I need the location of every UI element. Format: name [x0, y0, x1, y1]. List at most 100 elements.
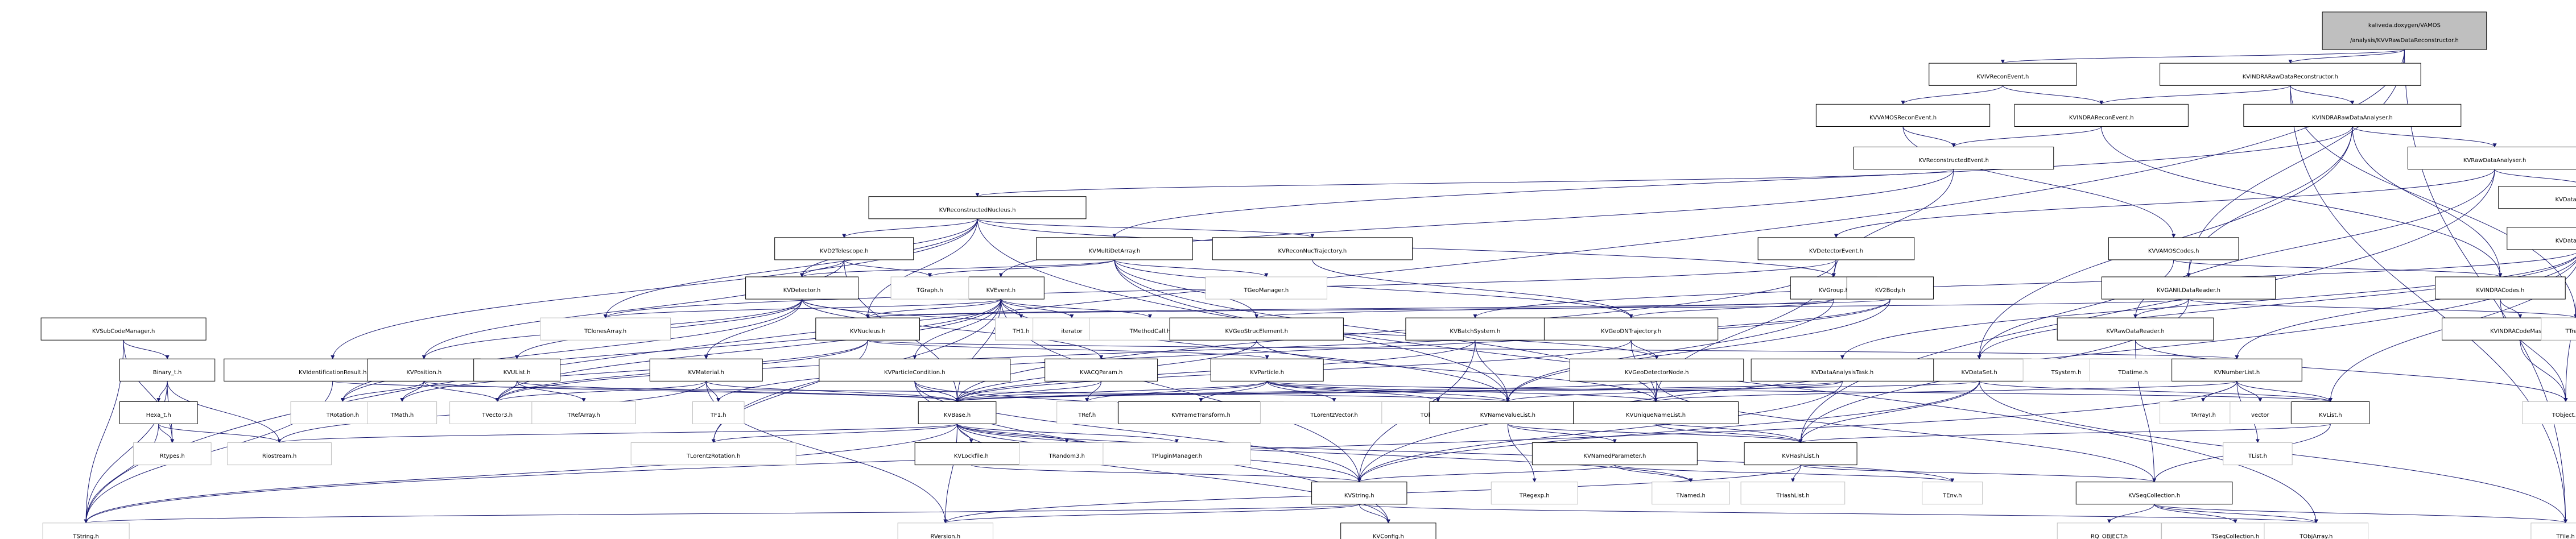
edge-KVINDRACodes-to-TObject [2500, 299, 2568, 403]
node-KVD2Telescope[interactable]: KVD2Telescope.h [774, 237, 914, 260]
node-KVDetectorEvent[interactable]: KVDetectorEvent.h [1757, 237, 1915, 260]
node-TObject[interactable]: TObject.h [2522, 401, 2576, 424]
node-KVSeqCollection[interactable]: KVSeqCollection.h [2075, 482, 2233, 505]
node-KVGeoDNTrajectory[interactable]: KVGeoDNTrajectory.h [1543, 317, 1719, 341]
node-label: KVDataSetAnalyser.h [2556, 197, 2576, 203]
node-KVRawDataReader[interactable]: KVRawDataReader.h [2057, 317, 2214, 341]
node-KVUniqueNameList[interactable]: KVUniqueNameList.h [1573, 401, 1739, 424]
node-KVNucleus[interactable]: KVNucleus.h [815, 317, 920, 341]
node-TEnv[interactable]: TEnv.h [1922, 482, 1983, 505]
node-KVSubCodeManager[interactable]: KVSubCodeManager.h [40, 317, 207, 341]
node-KVVAMOSReconEvent[interactable]: KVVAMOSReconEvent.h [1815, 103, 1991, 127]
node-KVIVReconEvent[interactable]: KVIVReconEvent.h [1929, 63, 2077, 86]
edge-KVSeqCollection-to-TFile [2154, 504, 2567, 524]
edge-KVEvent-to-KVNucleus [865, 298, 1001, 318]
edge-KVParticle-to-TObjString [1266, 380, 1440, 403]
node-Hexa_t[interactable]: Hexa_t.h [119, 401, 198, 424]
root-label-line-2: /analysis/KVVRawDataReconstructor.h [2350, 38, 2459, 44]
node-label: TList.h [2248, 453, 2267, 459]
node-KVHashList[interactable]: KVHashList.h [1744, 442, 1857, 466]
node-KVReconNucTrajectory[interactable]: KVReconNucTrajectory.h [1212, 237, 1413, 260]
node-KVReconstructedEvent[interactable]: KVReconstructedEvent.h [1853, 147, 2054, 170]
node-KVParticle[interactable]: KVParticle.h [1210, 358, 1324, 382]
edge-KVSeqCollection-to-TSeqCollection [2154, 504, 2238, 524]
root-header-node[interactable]: kaliveda.doxygen/VAMOS /analysis/KVVRawD… [2322, 11, 2487, 50]
node-KVACQParam[interactable]: KVACQParam.h [1045, 358, 1158, 382]
node-label: TLorentzVector.h [1310, 412, 1358, 418]
node-KVDataSet[interactable]: KVDataSet.h [1927, 358, 2032, 382]
node-TLorentzRotation[interactable]: TLorentzRotation.h [630, 442, 796, 466]
node-TTree[interactable]: TTree.h [2541, 317, 2576, 341]
node-KVGeoStrucElement[interactable]: KVGeoStrucElement.h [1169, 317, 1344, 341]
node-label: KVD2Telescope.h [820, 248, 869, 254]
node-KVConfig[interactable]: KVConfig.h [1340, 523, 1436, 539]
node-TObjArray[interactable]: TObjArray.h [2264, 523, 2369, 539]
node-TPluginManager[interactable]: TPluginManager.h [1103, 442, 1251, 466]
node-KVUList[interactable]: KVUList.h [473, 358, 561, 382]
edge-KVNameValueList-to-KVNamedParameter [1507, 424, 1617, 443]
node-KVMultiDetArray[interactable]: KVMultiDetArray.h [1036, 237, 1193, 260]
node-TFile[interactable]: TFile.h [2530, 523, 2576, 539]
node-TGraph[interactable]: TGraph.h [890, 276, 969, 300]
node-KVFrameTransform[interactable]: KVFrameTransform.h [1118, 401, 1284, 424]
node-Rtypes[interactable]: Rtypes.h [133, 442, 212, 466]
node-KVNameValueList[interactable]: KVNameValueList.h [1429, 401, 1587, 424]
node-KVReconstructedNucleus[interactable]: KVReconstructedNucleus.h [868, 196, 1087, 219]
node-KVMaterial[interactable]: KVMaterial.h [649, 358, 763, 382]
node-vector[interactable]: vector [2230, 401, 2291, 424]
edge-KVParticle-to-KVBase [955, 380, 1268, 403]
node-KVDataAnalyser[interactable]: KVDataAnalyser.h [2507, 227, 2576, 250]
node-KVINDRAReconEvent[interactable]: KVINDRAReconEvent.h [2014, 103, 2189, 127]
node-KVDataSetAnalyser[interactable]: KVDataSetAnalyser.h [2498, 186, 2576, 209]
node-KVBase[interactable]: KVBase.h [918, 401, 997, 424]
node-TString[interactable]: TString.h [42, 523, 130, 539]
node-label: KVEvent.h [986, 288, 1016, 294]
node-KVVAMOSCodes[interactable]: KVVAMOSCodes.h [2108, 237, 2239, 260]
node-TF1[interactable]: TF1.h [692, 401, 745, 424]
edge-KVGroup-to-KVGeoDNTrajectory [1629, 298, 1834, 318]
node-TMath[interactable]: TMath.h [367, 401, 437, 424]
node-KVEvent[interactable]: KVEvent.h [957, 276, 1045, 300]
edge-KVDataAnalyser-to-KVBatchSystem [1473, 252, 2576, 318]
edge-KVNameValueList-to-TRegexp [1507, 424, 1537, 483]
node-KVINDRARawDataReconstructor[interactable]: KVINDRARawDataReconstructor.h [2160, 63, 2421, 86]
node-KVINDRARawDataAnalyser[interactable]: KVINDRARawDataAnalyser.h [2243, 103, 2462, 127]
node-KVBatchSystem[interactable]: KVBatchSystem.h [1405, 317, 1545, 341]
node-KVDetector[interactable]: KVDetector.h [745, 276, 859, 300]
node-RVersion[interactable]: RVersion.h [897, 523, 993, 539]
node-TGeoManager[interactable]: TGeoManager.h [1205, 276, 1328, 300]
node-KVGeoDetectorNode[interactable]: KVGeoDetectorNode.h [1570, 358, 1744, 382]
node-KVINDRACodes[interactable]: KVINDRACodes.h [2435, 276, 2566, 300]
node-KVPosition[interactable]: KVPosition.h [367, 358, 481, 382]
node-KVNumberList[interactable]: KVNumberList.h [2172, 358, 2302, 382]
edge-KVGANILDataReader-to-KVRawDataReader [2133, 298, 2189, 318]
node-KVLockfile[interactable]: KVLockfile.h [914, 442, 1028, 466]
node-label: KVReconNucTrajectory.h [1278, 248, 1347, 254]
node-KVRawDataAnalyser[interactable]: KVRawDataAnalyser.h [2407, 147, 2576, 170]
node-KVString[interactable]: KVString.h [1311, 482, 1407, 505]
edge-KVBase-to-TNamed [957, 424, 1693, 483]
node-label: KVSeqCollection.h [2128, 492, 2180, 499]
edge-KVHashList-to-THashList [1790, 465, 1801, 483]
node-TRandom3[interactable]: TRandom3.h [1019, 442, 1115, 466]
node-Binary_t[interactable]: Binary_t.h [119, 358, 216, 382]
node-TRegexp[interactable]: TRegexp.h [1491, 482, 1578, 505]
node-KV2Body[interactable]: KV2Body.h [1846, 276, 1934, 300]
node-TNamed[interactable]: TNamed.h [1652, 482, 1730, 505]
node-label: KVINDRACodeMask.h [2490, 329, 2550, 335]
node-TVector3[interactable]: TVector3.h [449, 401, 546, 424]
node-THashList[interactable]: THashList.h [1740, 482, 1846, 505]
edge-Binary_t-to-Riostream [167, 381, 282, 443]
node-Riostream[interactable]: Riostream.h [227, 442, 332, 466]
node-TRef[interactable]: TRef.h [1056, 401, 1118, 424]
node-KVList[interactable]: KVList.h [2291, 401, 2370, 424]
node-KVNamedParameter[interactable]: KVNamedParameter.h [1531, 442, 1698, 466]
node-TDatime[interactable]: TDatime.h [2089, 358, 2177, 382]
node-TClonesArray[interactable]: TClonesArray.h [540, 317, 671, 341]
node-KVGANILDataReader[interactable]: KVGANILDataReader.h [2101, 276, 2276, 300]
node-RQ_OBJECT[interactable]: RQ_OBJECT.h [2057, 523, 2162, 539]
node-KVDataAnalysisTask[interactable]: KVDataAnalysisTask.h [1751, 358, 1934, 382]
node-TRefArray[interactable]: TRefArray.h [531, 401, 637, 424]
node-TList[interactable]: TList.h [2223, 442, 2293, 466]
node-KVParticleCondition[interactable]: KVParticleCondition.h [819, 358, 1011, 382]
